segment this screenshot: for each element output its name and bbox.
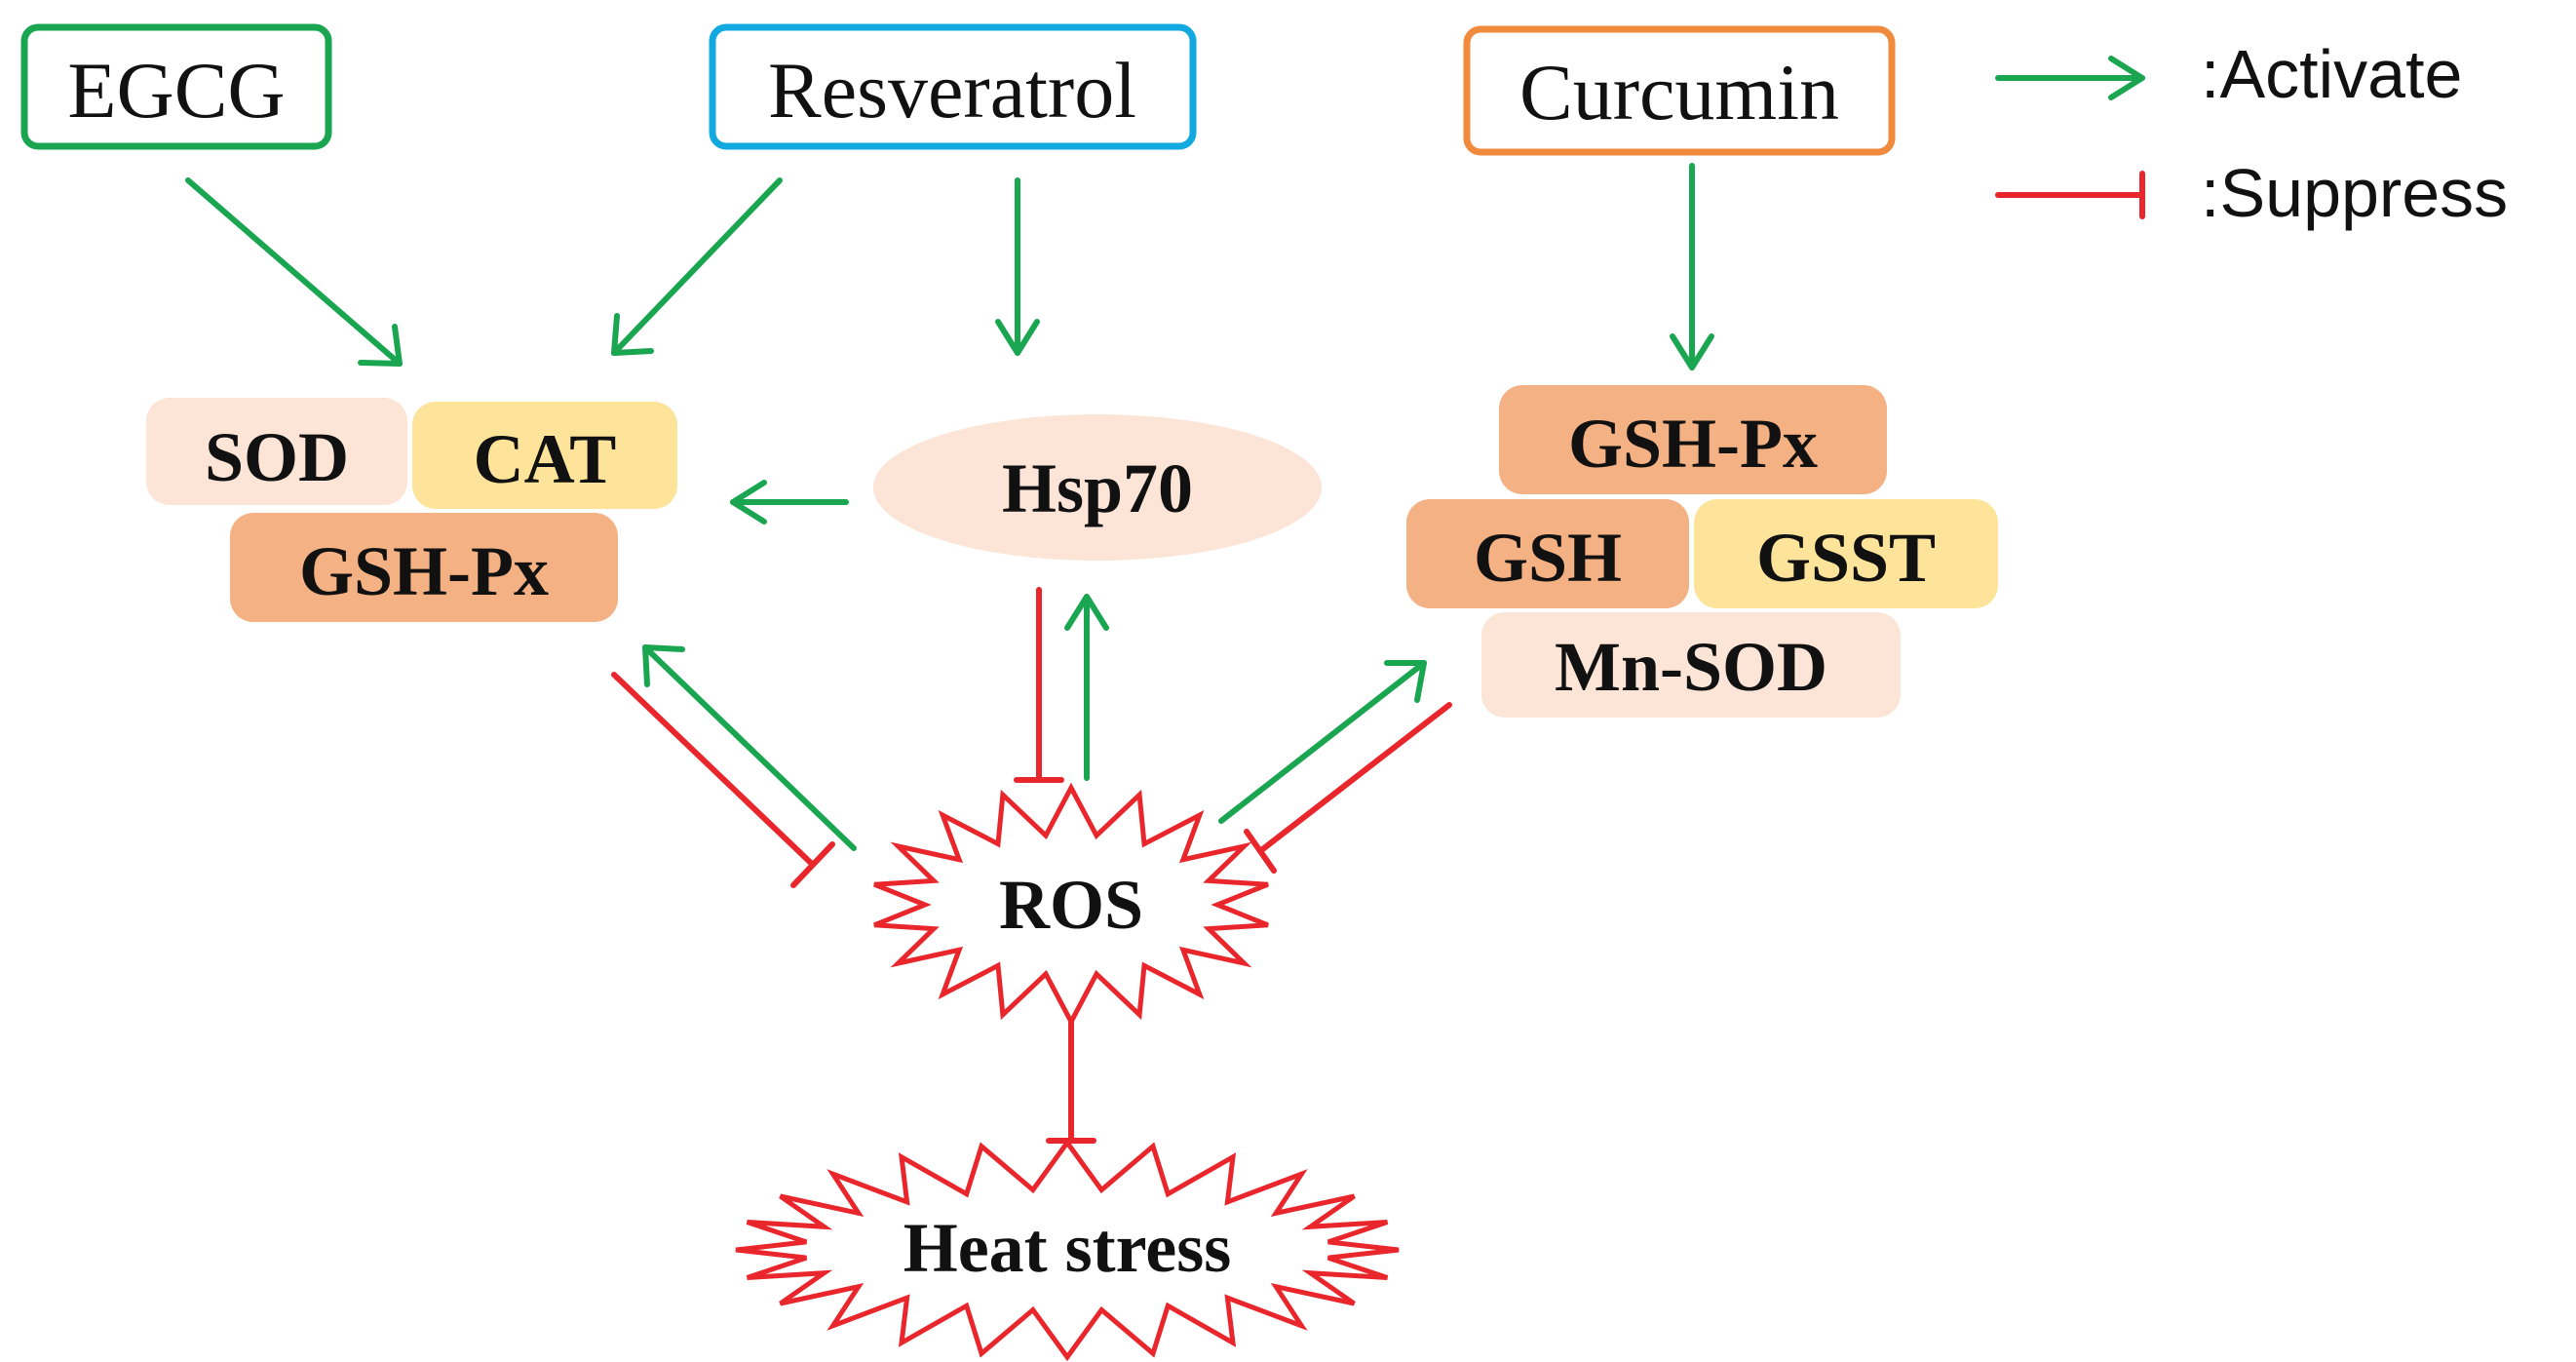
ros-suppresses-heat-stress (1046, 1004, 1096, 1144)
ros-label: ROS (999, 866, 1143, 944)
heat-stress-starburst (735, 1138, 1400, 1362)
egcg-box: EGCG (20, 23, 332, 150)
legend-suppress: :Suppress (1995, 155, 2508, 231)
left-enzymes-suppress-ros (611, 672, 835, 888)
left-gsh-px-label: GSH-Px (299, 532, 549, 610)
legend-activate-label: :Activate (2201, 36, 2462, 112)
resveratrol-box: Resveratrol (709, 23, 1197, 150)
gsst-box (1694, 499, 1998, 608)
gsst-label: GSST (1756, 519, 1936, 597)
mn-sod-box (1481, 612, 1901, 718)
right-gsh-px-label: GSH-Px (1568, 405, 1818, 483)
resveratrol-activates-left-enzymes-arrow (611, 177, 783, 356)
curcumin-box: Curcumin (1463, 25, 1896, 156)
mn-sod-label: Mn-SOD (1555, 628, 1827, 706)
sod-box (146, 398, 407, 505)
left-gsh-px-box (230, 513, 618, 622)
legend-suppress-label: :Suppress (2201, 155, 2508, 231)
cat-box (412, 402, 677, 509)
hsp70-node: Hsp70 (873, 414, 1322, 561)
ros-activates-hsp70-arrow (1064, 594, 1109, 781)
curcumin-label: Curcumin (1519, 48, 1839, 136)
right-enzymes-suppress-ros (1244, 702, 1452, 874)
egcg-activates-left-enzymes-arrow (185, 177, 403, 367)
ros-activates-right-enzymes-arrow (1218, 660, 1427, 824)
legend: :Activate :Suppress (1995, 36, 2508, 231)
left-enzyme-cluster: SOD CAT GSH-Px (146, 398, 677, 622)
hsp70-label: Hsp70 (1002, 449, 1193, 527)
resveratrol-activates-hsp70-arrow (995, 177, 1040, 356)
right-gsh-px-box (1499, 385, 1887, 494)
cat-label: CAT (474, 420, 617, 498)
suppression-arrows (611, 587, 1452, 1144)
hsp70-activates-left-enzymes-arrow (730, 480, 849, 525)
heat-stress-node: Heat stress (735, 1138, 1400, 1362)
hsp70-suppresses-ros (1014, 587, 1064, 783)
resveratrol-label: Resveratrol (768, 46, 1136, 135)
gsh-box (1406, 499, 1689, 608)
ros-starburst (873, 782, 1269, 1028)
ros-activates-left-enzymes-arrow (642, 644, 857, 851)
right-enzyme-cluster: GSH-Px GSH GSST Mn-SOD (1406, 385, 1998, 718)
sod-label: SOD (205, 418, 349, 496)
legend-activate-arrowhead (2108, 56, 2145, 100)
heat-stress-label: Heat stress (904, 1209, 1232, 1287)
gsh-label: GSH (1474, 519, 1622, 597)
curcumin-activates-right-enzymes-arrow (1670, 163, 1714, 370)
legend-activate: :Activate (1995, 36, 2462, 112)
activation-arrows (185, 163, 1714, 851)
egcg-label: EGCG (67, 46, 285, 135)
ros-node: ROS (873, 782, 1269, 1028)
